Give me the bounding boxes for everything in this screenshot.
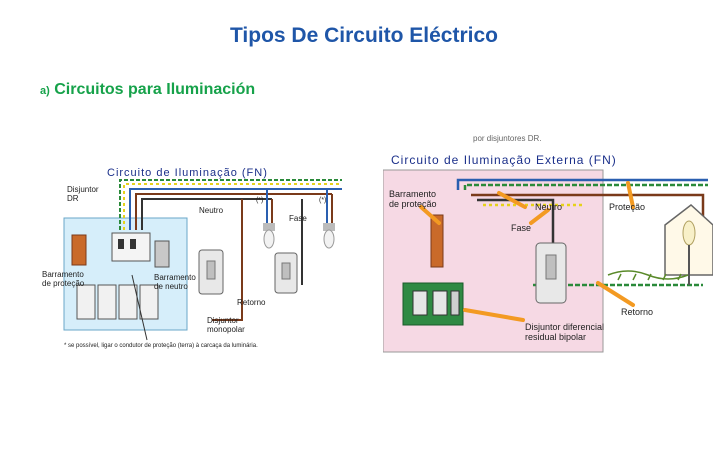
label-neutro: Neutro bbox=[535, 202, 562, 212]
protection-busbar bbox=[71, 234, 87, 266]
label-retorno: Retorno bbox=[621, 307, 653, 317]
label-asterisk-1: (*) bbox=[256, 197, 263, 204]
lighting-circuit-diagram: Circuito de Iluminação (FN) bbox=[42, 167, 342, 349]
wall-switch-2 bbox=[274, 252, 298, 294]
neutral-busbar bbox=[154, 240, 170, 268]
dr-breaker bbox=[111, 232, 151, 262]
label-retorno: Retorno bbox=[237, 298, 266, 307]
outdoor-lamp bbox=[682, 220, 696, 285]
section-heading: a) Circuitos para Iluminación bbox=[40, 81, 255, 99]
diagram1-footnote: * se possível, ligar o condutor de prote… bbox=[64, 343, 258, 349]
protection-busbar bbox=[430, 214, 444, 268]
label-asterisk-2: (*) bbox=[319, 197, 326, 204]
diagram2-top-partial: por disjuntores DR. bbox=[473, 135, 541, 143]
lamp-1 bbox=[263, 223, 275, 249]
wall-switch-1 bbox=[198, 249, 224, 295]
lamp-drops bbox=[212, 189, 333, 321]
differential-breaker bbox=[402, 282, 464, 326]
diagram2-title: Circuito de Iluminação Externa (FN) bbox=[391, 153, 617, 167]
label-neutro: Neutro bbox=[199, 206, 224, 215]
lamp-2 bbox=[323, 223, 335, 249]
diagram1-title: Circuito de Iluminação (FN) bbox=[107, 167, 268, 179]
monopolar-leader bbox=[131, 274, 148, 341]
section-prefix: a) bbox=[40, 85, 50, 97]
breaker-row bbox=[76, 284, 159, 320]
circuit-wires bbox=[456, 178, 708, 287]
label-fase: Fase bbox=[511, 223, 531, 233]
section-label: Circuitos para Iluminación bbox=[49, 81, 256, 98]
wall-switch bbox=[535, 242, 567, 304]
label-protecao: Proteção bbox=[609, 202, 645, 212]
slide-title: Tipos De Circuito Eléctrico bbox=[229, 24, 498, 47]
label-fase: Fase bbox=[289, 214, 307, 223]
ground-grass bbox=[607, 270, 689, 281]
external-lighting-circuit-diagram: por disjuntores DR. Circuito de Iluminaç… bbox=[383, 135, 713, 353]
label-leaders bbox=[419, 181, 635, 322]
